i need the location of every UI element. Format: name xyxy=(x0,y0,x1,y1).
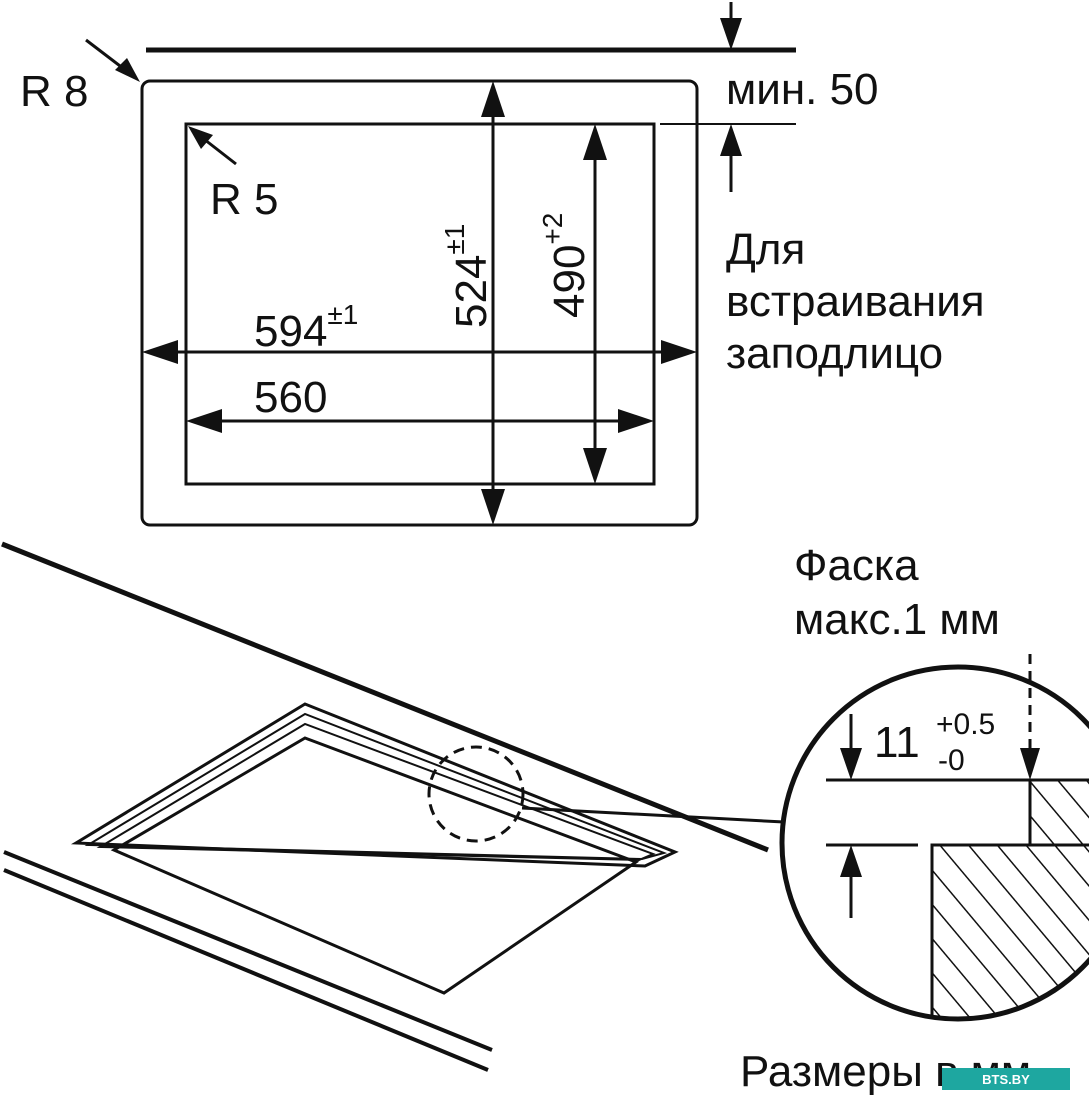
worktop-rear-line xyxy=(1,541,769,853)
detail-view-circle xyxy=(779,664,1089,1022)
inner-cutout-outline xyxy=(184,122,656,486)
worktop-front-line-1 xyxy=(3,850,493,1052)
flush-note-line1: Для xyxy=(726,225,805,274)
dim-524-bottom-arrowhead xyxy=(481,489,505,525)
dim-11-top-arrowhead xyxy=(840,748,862,780)
dim-594-right-arrowhead xyxy=(661,340,697,364)
r5-label: R 5 xyxy=(210,175,278,224)
min50-top-arrowhead xyxy=(720,18,742,50)
dim-524-label: 524±1 xyxy=(439,224,496,328)
worktop-front-line-2 xyxy=(3,868,489,1072)
dim-490-label: 490+2 xyxy=(537,213,594,318)
flush-note-line3: заподлицо xyxy=(726,329,943,378)
perspective-frame-inner xyxy=(96,722,656,862)
dim-490-top-arrowhead xyxy=(583,124,607,160)
watermark-text: BTS.BY xyxy=(982,1072,1030,1087)
dim-490-bottom-arrowhead xyxy=(583,448,607,484)
perspective-frame-middle xyxy=(84,712,668,861)
outer-cutout-outline xyxy=(140,79,699,527)
chamfer-arrowhead xyxy=(1020,748,1040,780)
detail-leader-line xyxy=(521,806,785,824)
detail-marker-circle xyxy=(427,745,525,843)
worktop-section-lower xyxy=(930,843,1089,1019)
dim-11-bottom-arrowhead xyxy=(840,845,862,877)
chamfer-note-line1: Фаска xyxy=(794,541,919,590)
dim-560-right-arrowhead xyxy=(618,409,654,433)
perspective-cutout-floor xyxy=(110,736,640,995)
dim-11-tol-plus: +0.5 xyxy=(936,708,995,741)
chamfer-note-line2: макс.1 мм xyxy=(794,595,1000,644)
dim-11-tol-minus: -0 xyxy=(938,744,965,777)
r8-label: R 8 xyxy=(20,67,88,116)
dim-524-top-arrowhead xyxy=(481,81,505,117)
flush-note-line2: встраивания xyxy=(726,277,985,326)
min50-label: мин. 50 xyxy=(726,65,879,114)
dim-560-left-arrowhead xyxy=(186,409,222,433)
watermark-badge xyxy=(942,1068,1070,1090)
worktop-section-upper xyxy=(1028,778,1089,847)
r5-arrowhead xyxy=(188,126,213,149)
dim-11-label: 11 xyxy=(874,718,920,767)
perspective-frame-outer xyxy=(70,702,679,868)
min50-bottom-arrowhead xyxy=(720,124,742,156)
dim-594-left-arrowhead xyxy=(142,340,178,364)
dim-594-label: 594±1 xyxy=(254,299,358,356)
dim-560-label: 560 xyxy=(254,373,327,422)
r8-arrowhead xyxy=(115,58,140,82)
